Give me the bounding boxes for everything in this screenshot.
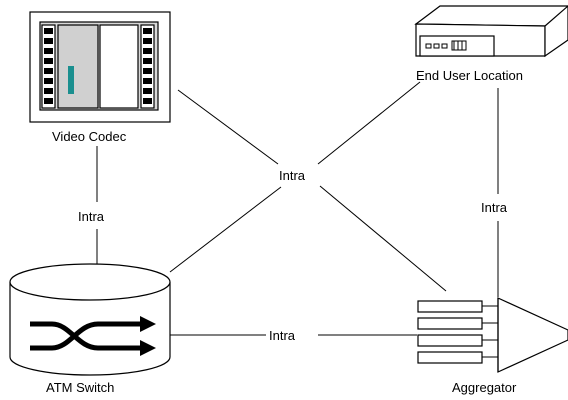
atm-switch-icon xyxy=(9,263,171,376)
aggregator-label: Aggregator xyxy=(452,380,517,395)
edge-label-center: Intra xyxy=(279,168,306,183)
video-codec-node: Video Codec xyxy=(29,11,171,144)
end-user-node: End User Location xyxy=(414,5,568,83)
end-user-label: End User Location xyxy=(416,68,523,83)
edge-center-switch xyxy=(169,186,282,273)
video-codec-icon xyxy=(29,11,171,123)
video-codec-label: Video Codec xyxy=(52,129,127,144)
server-box-icon xyxy=(414,5,568,58)
edge-center-enduser xyxy=(317,81,421,165)
edge-label-switch-aggregator: Intra xyxy=(269,328,296,343)
edge-codec-center xyxy=(177,89,279,165)
atm-switch-label: ATM Switch xyxy=(46,380,114,395)
edge-center-aggregator xyxy=(319,185,447,292)
aggregator-icon xyxy=(417,297,568,373)
edge-label-codec-switch: Intra xyxy=(78,209,105,224)
codec-screen-bar xyxy=(68,66,74,94)
aggregator-node: Aggregator xyxy=(417,297,568,395)
atm-switch-node: ATM Switch xyxy=(9,263,171,395)
edge-label-enduser-aggregator: Intra xyxy=(481,200,508,215)
connections xyxy=(96,81,499,336)
